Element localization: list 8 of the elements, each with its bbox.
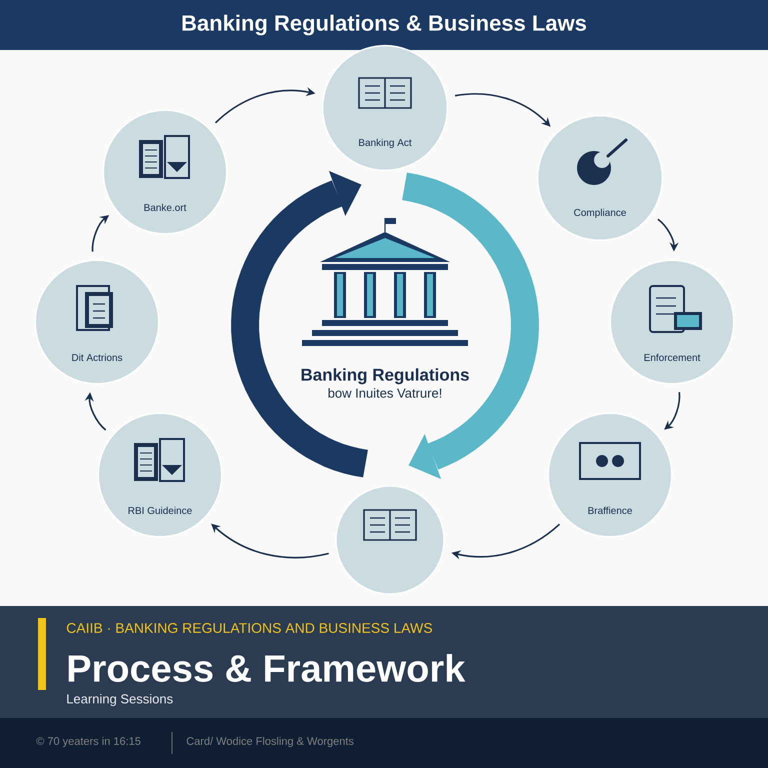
step-circle — [335, 485, 445, 595]
banner-subtitle: CAIIB · BANKING REGULATIONS AND BUSINESS LAWS — [66, 623, 432, 633]
footer-text: Card/ Wodice Flosling & Worgents — [186, 736, 354, 748]
banner-tagline: Learning Sessions — [67, 694, 173, 706]
center-title: Banking Regulations bow Inuites Vatrure! — [302, 368, 469, 398]
footer-text: © 70 yeaters in 16:15 — [36, 736, 140, 748]
banner-heading: Process & Framework — [68, 654, 466, 682]
title-bar: Banking Regulations & Business Laws — [0, 0, 768, 50]
